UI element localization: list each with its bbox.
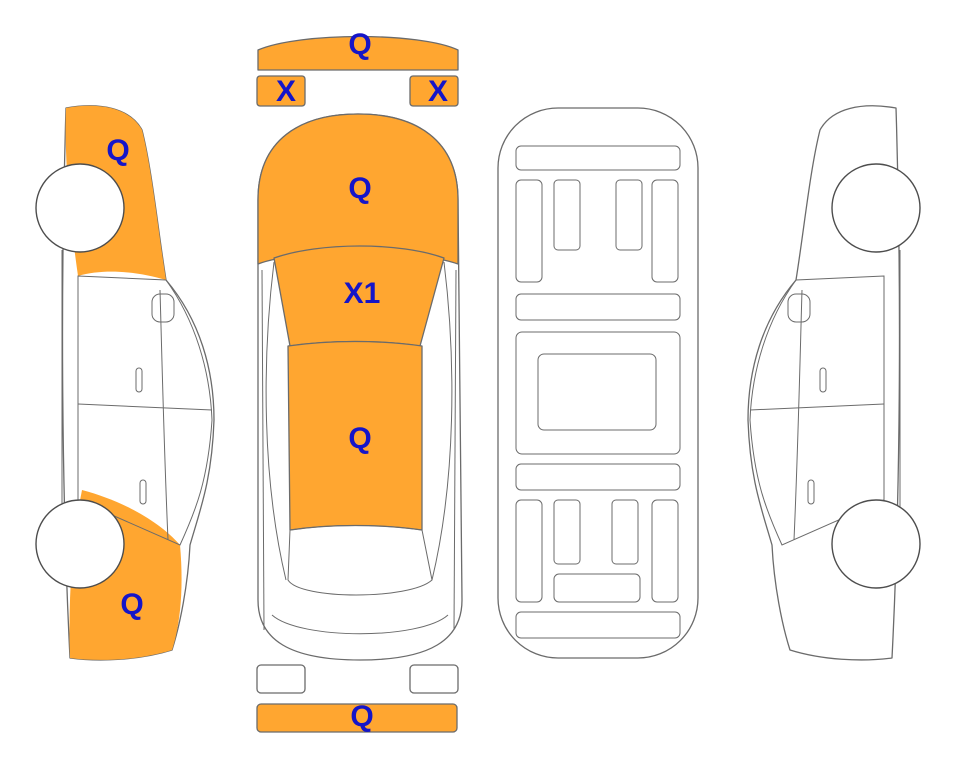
front-roof-bar-panel[interactable] <box>257 35 459 71</box>
underbody-rail-fr <box>651 179 679 283</box>
underbody-slot-rl <box>553 499 581 565</box>
right-front-handle <box>819 367 827 393</box>
left-side-view: Q Q <box>35 105 215 661</box>
underbody-rail-rl <box>515 499 543 603</box>
underbody-rail-fl <box>515 179 543 283</box>
underbody-tunnel-frame <box>515 331 681 455</box>
right-side-mirror <box>787 293 811 323</box>
left-tail-lamp[interactable] <box>256 664 306 694</box>
right-mirror-panel[interactable] <box>409 75 459 107</box>
left-front-handle <box>135 367 143 393</box>
rear-window <box>287 525 433 596</box>
right-tail-lamp[interactable] <box>409 664 459 694</box>
right-side-view <box>747 105 921 661</box>
roof-label: Q <box>348 422 371 455</box>
left-mirror-panel[interactable] <box>256 75 306 107</box>
rear-bumper-panel[interactable] <box>256 703 458 733</box>
underbody-rear-bar <box>515 611 681 639</box>
roof-bar-front-label: Q <box>348 28 371 61</box>
left-side-windows <box>77 275 213 546</box>
underbody-front-bar <box>515 145 681 171</box>
underbody-slot-fr <box>615 179 643 251</box>
top-view: Q X X Q Q X1 Q <box>256 28 463 733</box>
underbody-view <box>497 107 699 659</box>
left-front-wheel[interactable] <box>35 163 125 253</box>
right-side-pillar <box>793 289 803 541</box>
left-door-sill <box>261 269 265 631</box>
trunk-line <box>271 614 449 635</box>
left-rear-wheel[interactable] <box>35 499 125 589</box>
left-side-mirror <box>151 293 175 323</box>
right-rear-wheel[interactable] <box>831 499 921 589</box>
underbody-cross-front <box>515 293 681 321</box>
right-rear-handle <box>807 479 815 505</box>
underbody-center-plate <box>537 353 657 431</box>
left-side-glass <box>265 261 287 581</box>
underbody-cross-rear <box>515 463 681 491</box>
underbody-outline <box>497 107 699 659</box>
mirror-right-label: X <box>428 75 448 108</box>
right-side-door-line <box>749 403 885 411</box>
side-rear-quarter-label: Q <box>120 588 143 621</box>
underbody-rear-plate <box>553 573 641 603</box>
mirror-left-label: X <box>276 75 296 108</box>
right-side-glass <box>431 261 453 581</box>
right-door-sill <box>453 269 457 631</box>
left-rear-handle <box>139 479 147 505</box>
underbody-slot-fl <box>553 179 581 251</box>
left-side-pillar <box>159 289 169 541</box>
right-front-wheel[interactable] <box>831 163 921 253</box>
bumper-rear-label: Q <box>350 700 373 733</box>
underbody-slot-rr <box>611 499 639 565</box>
hood-label: Q <box>348 172 371 205</box>
left-side-door-line <box>77 403 213 411</box>
underbody-rail-rr <box>651 499 679 603</box>
side-front-fender-label: Q <box>106 134 129 167</box>
windshield-label: X1 <box>344 277 381 310</box>
right-side-windows <box>749 275 885 546</box>
